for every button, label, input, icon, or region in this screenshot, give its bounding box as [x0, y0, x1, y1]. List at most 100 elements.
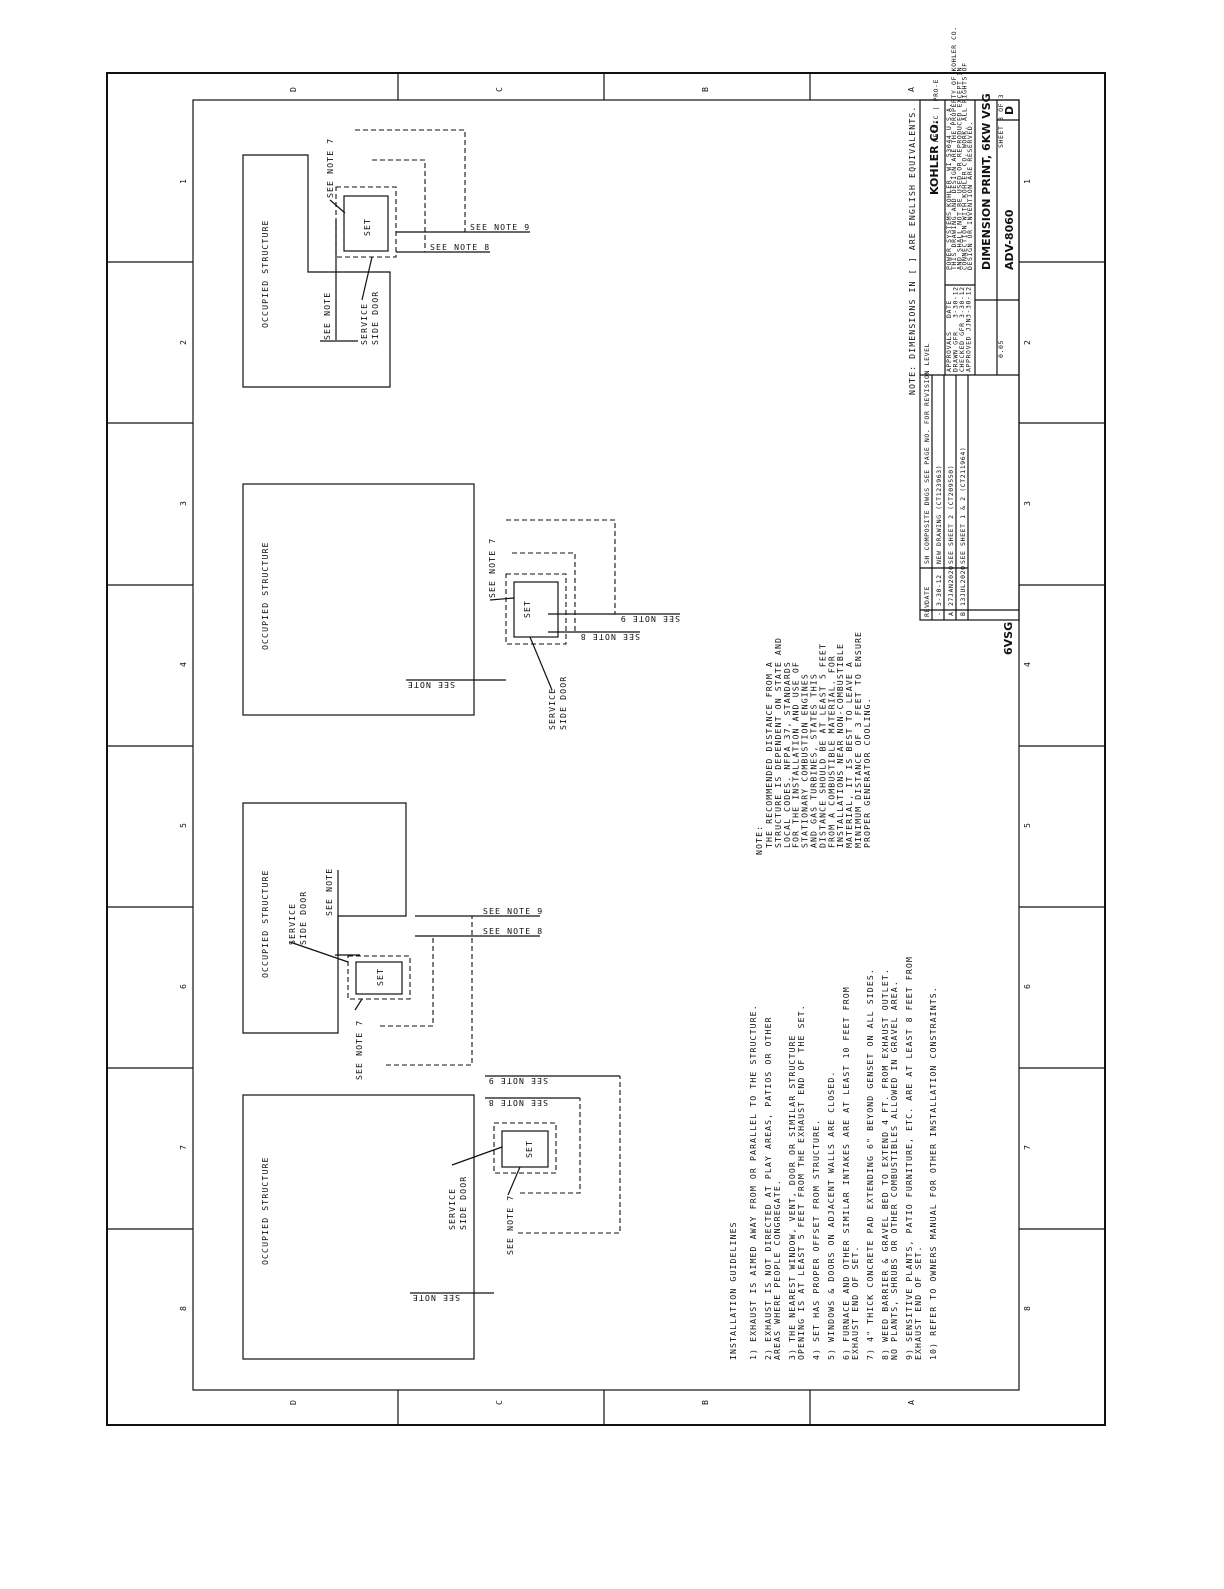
zone-number: 3 [1022, 500, 1032, 506]
generator-set-label: SET [362, 218, 372, 236]
clearance-line-9 [386, 916, 473, 1066]
guideline-item: 4) SET HAS PROPER OFFSET FROM STRUCTURE. [811, 1119, 821, 1360]
gravel-bed-outline [347, 955, 411, 1000]
guideline-item: 5) WINDOWS & DOORS ON ADJACENT WALLS ARE… [826, 1071, 836, 1360]
zone-letter: A [906, 86, 916, 92]
dimension-units-note: NOTE: DIMENSIONS IN [ ] ARE ENGLISH EQUI… [907, 106, 917, 395]
leader-service-door [451, 1146, 503, 1166]
layout-wall-2: OCCUPIED STRUCTURE SET SEE NOTE 9 SEE NO… [242, 483, 680, 730]
guideline-item: 8) WEED BARRIER & GRAVEL BED TO EXTEND 4… [880, 968, 890, 1360]
zone-number: 2 [178, 339, 188, 345]
guideline-item: OPENING IS AT LEAST 5 FEET FROM THE EXHA… [796, 1004, 806, 1360]
zone-letter: D [288, 86, 298, 92]
layout-wall-4: OCCUPIED STRUCTURE SET SEE NOTE 9 SEE NO… [242, 1075, 621, 1360]
note-line: MATERIAL, IT IS BEST TO LEAVE A [844, 661, 854, 848]
see-note-7-label: SEE NOTE 7 [505, 1195, 515, 1255]
generator-set [513, 581, 559, 638]
approval-role: CHECKED GFR [958, 322, 966, 372]
clearance-line-9 [506, 519, 616, 614]
generator-set [501, 1130, 549, 1168]
zone-number: 6 [178, 983, 188, 989]
zone-number: 4 [1022, 661, 1032, 667]
recommended-distance-note: NOTE: THE RECOMMENDED DISTANCE FROM ASTR… [754, 631, 872, 855]
approval-role: DRAWN GFR [952, 331, 960, 372]
revision-date: 27JAN2020 [947, 565, 955, 606]
side-door-label: SIDE DOOR [558, 676, 568, 730]
generator-set [343, 195, 389, 252]
zone-letter: C [494, 86, 504, 92]
service-label: SERVICE [547, 688, 557, 730]
zone-letter: B [700, 86, 710, 92]
units-label: METRIC | PRO-E [932, 79, 940, 142]
revision-letter: - [935, 611, 943, 616]
drawing-number: ADV-8060 [1003, 209, 1016, 270]
address-line: CONNECTION WITH KOHLER CO. WORK. ALL RIG… [961, 62, 969, 270]
see-note-label: SEE NOTE [324, 868, 334, 916]
scale-value: 0.05 [997, 340, 1005, 358]
zone-letter: C [494, 1399, 504, 1405]
clearance-line-8 [372, 159, 426, 252]
zone-number: 7 [1022, 1144, 1032, 1150]
note-line: THE RECOMMENDED DISTANCE FROM A [764, 661, 774, 848]
zone-letters: D C B A D C B A [288, 86, 916, 1405]
gravel-bed-outline [505, 573, 567, 645]
see-note-7-label: SEE NOTE 7 [354, 1020, 364, 1080]
generator-set [355, 961, 403, 995]
guideline-item: EXHAUST END OF SET. [913, 1245, 923, 1360]
address-line: THIS DRAWING AND DESIGN ARE THE PROPERTY… [950, 26, 958, 270]
see-note-7-label: SEE NOTE 7 [325, 138, 335, 198]
note-line: AND GAS TURBINES, STATES THIS [809, 673, 819, 848]
note-line: DISTANCE SHOULD BE AT LEAST 5 FEET [817, 643, 827, 848]
drawing-frame [192, 99, 1020, 1391]
guidelines-heading: INSTALLATION GUIDELINES [728, 1221, 738, 1360]
occupied-structure-outline [242, 483, 475, 716]
guideline-item: 6) FURNACE AND OTHER SIMILAR INTAKES ARE… [841, 986, 851, 1360]
clearance-line-8 [520, 1098, 581, 1194]
occupied-structure-label: OCCUPIED STRUCTURE [260, 1156, 270, 1265]
revision-letter: A [947, 611, 955, 616]
service-label: SERVICE [447, 1188, 457, 1230]
see-note-label: SEE NOTE [322, 292, 332, 340]
approval-role: APPROVALS [945, 331, 953, 372]
zone-numbers: 1 2 3 4 5 6 7 8 1 2 3 4 5 6 7 8 [178, 178, 1032, 1311]
see-note-9-label: SEE NOTE 9 [488, 1076, 548, 1086]
leader-note-7 [354, 998, 363, 1011]
approval-date: 3-30-12 [965, 286, 973, 318]
occupied-structure-outline [242, 1094, 475, 1360]
revision-description: SEE SHEET 2 (CT209550) [947, 465, 955, 564]
zone-number: 5 [1022, 822, 1032, 828]
approval-date: 3-30-12 [958, 286, 966, 318]
note-line: MINIMUM DISTANCE OF 3 FEET TO ENSURE [853, 631, 863, 848]
zone-number: 8 [178, 1305, 188, 1311]
see-note-7-label: SEE NOTE 7 [487, 538, 497, 598]
sheet-number: SHEET 3 OF 3 [997, 94, 1005, 148]
guideline-item: 9) SENSITIVE PLANTS, PATIO FURNITURE, ET… [904, 956, 914, 1360]
occupied-structure-label: OCCUPIED STRUCTURE [260, 219, 270, 328]
approval-date: 3-30-12 [952, 286, 960, 318]
zone-letter: B [700, 1399, 710, 1405]
zone-number: 5 [178, 822, 188, 828]
guideline-item: 7) 4" THICK CONCRETE PAD EXTENDING 6" BE… [865, 968, 875, 1360]
occupied-structure-outline [242, 154, 391, 388]
revision-header: REV [923, 603, 931, 617]
zone-letter: A [906, 1399, 916, 1405]
zone-number: 4 [178, 661, 188, 667]
leader-service-door [289, 941, 349, 963]
guideline-item: 2) EXHAUST IS NOT DIRECTED AT PLAY AREAS… [763, 1016, 773, 1360]
company-address: POWER SYSTEMS KOHLER, WI 53044 U.S.A.THI… [945, 26, 974, 270]
zone-letter: D [288, 1399, 298, 1405]
note-heading: NOTE: [754, 825, 764, 855]
revision-description: NEW DRAWING (CT123963) [935, 465, 943, 564]
side-door-label: SIDE DOOR [298, 891, 308, 945]
see-note-8-label: SEE NOTE 8 [430, 242, 490, 252]
guideline-item: 10) REFER TO OWNERS MANUAL FOR OTHER INS… [928, 986, 938, 1360]
note-line: LOCAL CODES. NFPA 37, STANDARDS [782, 661, 792, 848]
guideline-item: EXHAUST END OF SET. [850, 1245, 860, 1360]
see-note-9-label: SEE NOTE 9 [483, 906, 543, 916]
address-line: DESIGN OR INVENTION ARE RESERVED. [966, 121, 974, 270]
see-note-label: SEE NOTE [412, 1293, 460, 1303]
guideline-item: NO PLANTS, SHRUBS OR OTHER COMBUSTIBLES … [889, 980, 899, 1360]
